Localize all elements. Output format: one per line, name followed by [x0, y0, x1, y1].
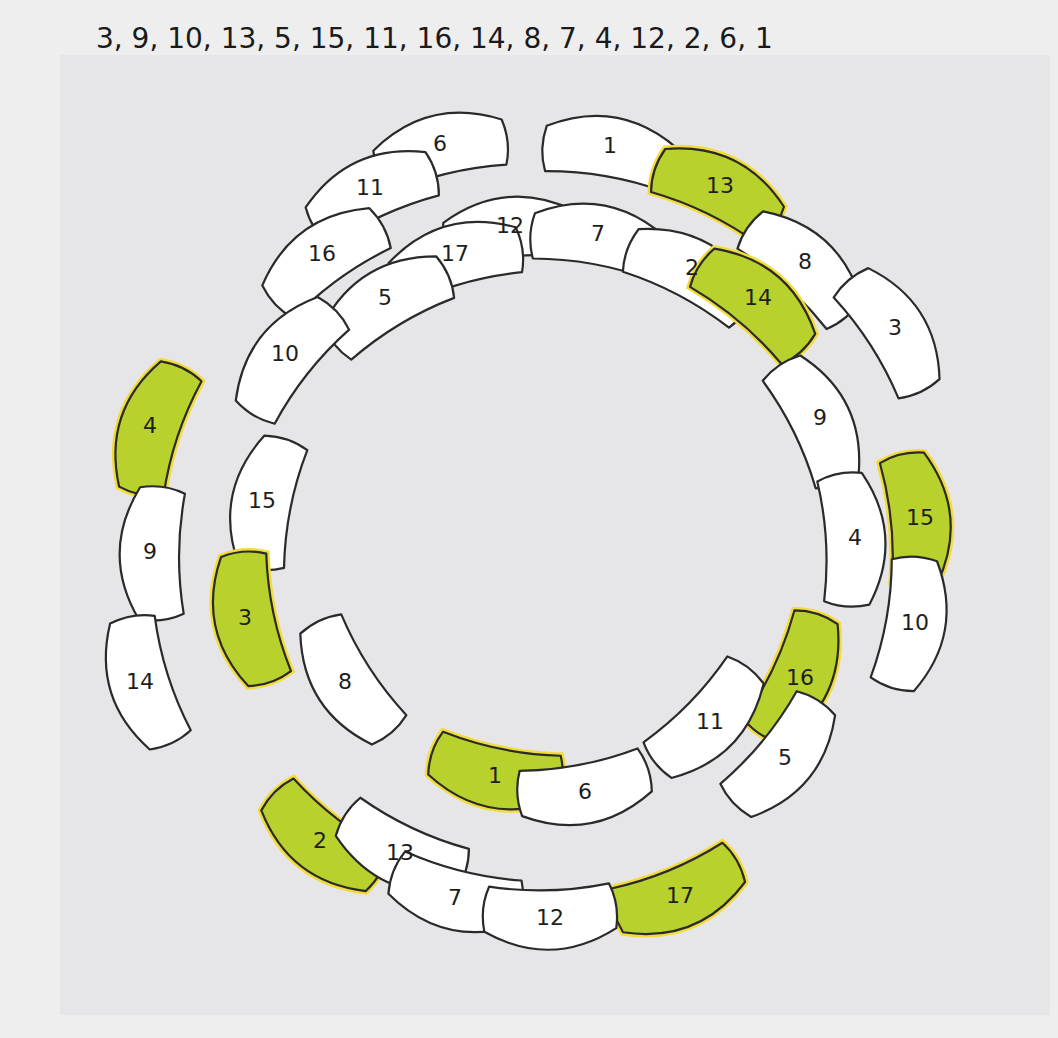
- segment-number: 17: [441, 243, 469, 265]
- marker-halo: [685, 233, 829, 369]
- segment-shape: [716, 686, 851, 831]
- highlighted-braid-segment: 3: [175, 578, 315, 666]
- segment-number: 16: [308, 243, 336, 265]
- segment-number: 4: [848, 527, 862, 549]
- segment-number: 9: [813, 407, 827, 429]
- segment-shape: [220, 284, 354, 429]
- marker-halo: [605, 840, 754, 951]
- braid-segment: 14: [70, 642, 210, 730]
- braid-segment: 3: [825, 288, 965, 376]
- segment-number: 7: [448, 887, 462, 909]
- segment-number: 3: [888, 317, 902, 339]
- segment-shape: [283, 608, 410, 756]
- segment-number: 6: [433, 133, 447, 155]
- sequence-note: 3, 9, 10, 13, 5, 15, 11, 16, 14, 8, 7, 4…: [96, 22, 773, 55]
- segment-shape: [482, 883, 618, 951]
- segment-number: 10: [271, 343, 299, 365]
- segment-number: 11: [356, 177, 384, 199]
- segment-number: 7: [591, 223, 605, 245]
- braid-segment: 5: [715, 718, 855, 806]
- segment-number: 14: [744, 287, 772, 309]
- braid-segment: 6: [515, 752, 655, 840]
- segment-shape: [817, 471, 889, 609]
- segment-shape: [91, 609, 193, 757]
- braid-segment: 8: [275, 642, 415, 730]
- marker-halo: [201, 547, 292, 692]
- segment-number: 5: [778, 747, 792, 769]
- braid-segment: 9: [80, 512, 220, 600]
- segment-number: 1: [603, 135, 617, 157]
- segment-shape: [201, 547, 292, 692]
- segment-number: 15: [906, 507, 934, 529]
- segment-number: 2: [313, 830, 327, 852]
- segment-number: 16: [786, 667, 814, 689]
- segment-number: 13: [706, 175, 734, 197]
- segment-shape: [830, 256, 957, 404]
- segment-number: 9: [143, 541, 157, 563]
- segment-shape: [685, 233, 829, 369]
- segment-number: 2: [685, 257, 699, 279]
- segment-number: 12: [536, 907, 564, 929]
- segment-number: 6: [578, 781, 592, 803]
- segment-number: 10: [901, 612, 929, 634]
- segment-number: 1: [488, 765, 502, 787]
- highlighted-braid-segment: 17: [610, 856, 750, 944]
- segment-number: 8: [798, 251, 812, 273]
- segment-number: 8: [338, 671, 352, 693]
- segment-number: 12: [496, 215, 524, 237]
- segment-shape: [513, 747, 657, 836]
- segment-shape: [869, 552, 956, 696]
- segment-number: 17: [666, 885, 694, 907]
- segment-number: 14: [126, 671, 154, 693]
- segment-shape: [100, 354, 204, 502]
- braid-segment: 10: [845, 583, 985, 671]
- segment-number: 4: [143, 415, 157, 437]
- highlighted-braid-segment: 4: [80, 386, 220, 474]
- braid-segment: 10: [215, 314, 355, 402]
- segment-number: 15: [248, 490, 276, 512]
- marker-halo: [100, 354, 204, 502]
- braid-segment: 15: [192, 461, 332, 549]
- segment-shape: [605, 840, 754, 951]
- segment-shape: [119, 486, 185, 621]
- segment-number: 5: [378, 287, 392, 309]
- segment-number: 11: [696, 711, 724, 733]
- braid-segment: 12: [480, 878, 620, 966]
- segment-number: 13: [386, 842, 414, 864]
- braid-segment: 9: [750, 378, 890, 466]
- segment-number: 3: [238, 607, 252, 629]
